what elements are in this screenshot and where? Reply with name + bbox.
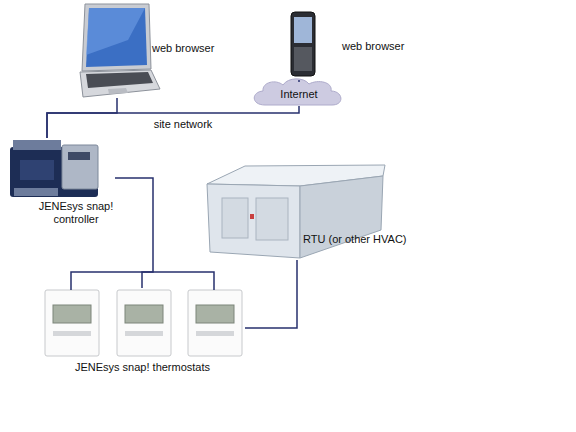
- bus-wire: [71, 272, 214, 290]
- phone-keypad: [294, 47, 312, 71]
- controller-port: [68, 152, 90, 160]
- edge-label: site network: [154, 118, 213, 131]
- rtu-panel: [256, 198, 288, 240]
- phone-node: web browser: [282, 8, 422, 80]
- laptop-screen: [86, 8, 147, 67]
- rtu-latch: [250, 214, 254, 219]
- controller-illustration: [10, 140, 98, 197]
- thermostat-illustrations: [45, 290, 242, 356]
- thermostat-bus: [71, 272, 214, 290]
- thermostat-screen: [125, 305, 163, 323]
- phone-screen: [294, 17, 312, 43]
- laptop-illustration: [80, 4, 160, 97]
- rtu-panel: [222, 198, 248, 238]
- node-label: JENEsys snap! controller: [38, 200, 114, 226]
- thermostat-screen: [53, 305, 91, 323]
- controller-node: JENEsys snap! controller: [5, 138, 115, 233]
- laptop-base: [80, 70, 160, 97]
- terminal-strip: [14, 188, 58, 196]
- network-wire: [299, 80, 300, 82]
- network-wire: [47, 98, 117, 138]
- thermostat-group: JENEsys snap! thermostats: [40, 288, 245, 380]
- node-label: web browser: [342, 40, 404, 53]
- thermostat-body: [117, 290, 171, 356]
- rtu-side: [300, 176, 383, 258]
- terminal-strip: [13, 140, 61, 150]
- network-wire: [245, 260, 297, 328]
- controller-module: [62, 145, 98, 189]
- controller-panel: [20, 160, 54, 180]
- node-label: JENEsys snap! thermostats: [40, 361, 245, 374]
- node-label: RTU (or other HVAC): [303, 233, 407, 246]
- cloud-node: Internet: [255, 82, 343, 106]
- thermostat-body: [45, 290, 99, 356]
- thermostat-buttons: [53, 331, 91, 336]
- wire-line: [245, 260, 297, 328]
- thermostat-screen: [196, 305, 234, 323]
- wire-line: [115, 178, 153, 288]
- wire-line: [47, 106, 299, 138]
- thermostat-buttons: [196, 331, 234, 336]
- network-wire: [47, 106, 299, 138]
- phone-body: [291, 12, 315, 76]
- node-label: Internet: [255, 88, 343, 101]
- laptop-node: web browser: [80, 5, 240, 98]
- thermostat-buttons: [125, 331, 163, 336]
- laptop-keyboard: [86, 72, 153, 88]
- rtu-node: RTU (or other HVAC): [205, 160, 405, 260]
- thermostat-body: [188, 290, 242, 356]
- phone-illustration: [291, 12, 315, 76]
- laptop-touchpad: [108, 88, 128, 94]
- wire-line: [298, 80, 300, 82]
- screen-glare: [86, 8, 145, 55]
- wire-line: [47, 98, 117, 138]
- rtu-front: [207, 184, 300, 258]
- network-wire: [115, 178, 153, 288]
- laptop-lid: [82, 4, 151, 71]
- node-label: web browser: [152, 42, 214, 55]
